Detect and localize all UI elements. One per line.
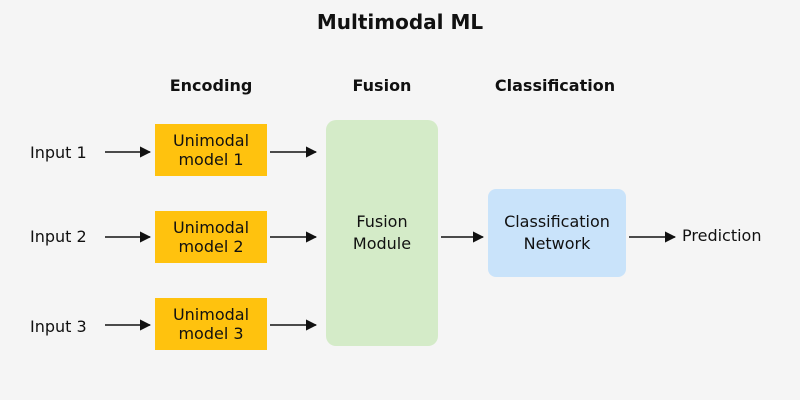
diagram-title: Multimodal ML [316,10,484,34]
unimodal-model-box-1-line2: model 1 [178,150,244,169]
classification-network-line2: Network [523,234,591,253]
input-label-2: Input 2 [30,227,87,246]
unimodal-model-box-2-line2: model 2 [178,237,244,256]
fusion-module-line2: Module [352,234,412,253]
stage-label-encoding: Encoding [169,76,253,95]
fusion-module-line1: Fusion [356,212,408,231]
unimodal-model-box-1-line1: Unimodal [172,131,250,150]
classification-network-box: Classification Network [488,189,626,277]
stage-label-fusion: Fusion [352,76,412,95]
stage-label-classification: Classification [494,76,616,95]
input-label-1: Input 1 [30,143,87,162]
fusion-module-box: Fusion Module [326,120,438,346]
unimodal-model-box-2-line1: Unimodal [172,218,250,237]
input-label-3: Input 3 [30,317,87,336]
unimodal-model-box-3-line1: Unimodal [172,305,250,324]
unimodal-model-box-2: Unimodal model 2 [155,211,267,263]
unimodal-model-box-3: Unimodal model 3 [155,298,267,350]
prediction-label: Prediction [682,226,762,245]
unimodal-model-box-1: Unimodal model 1 [155,124,267,176]
unimodal-model-box-3-line2: model 3 [178,324,244,343]
classification-network-line1: Classification [504,212,610,231]
